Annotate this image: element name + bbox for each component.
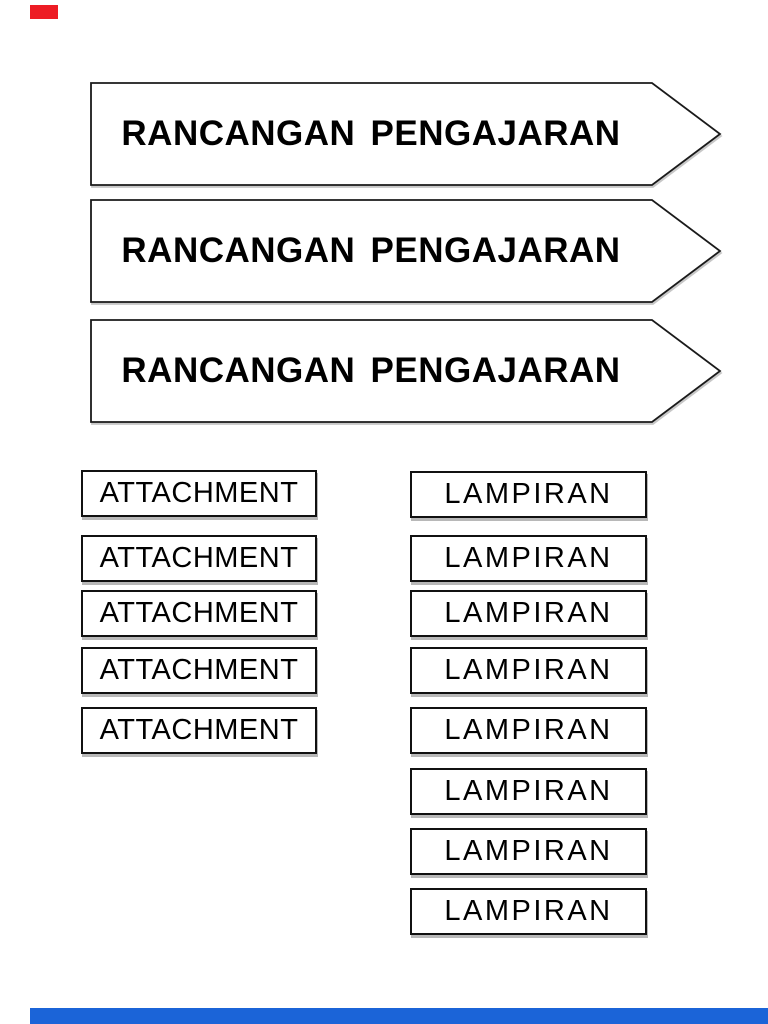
lampiran-box: LAMPIRAN (410, 768, 647, 815)
red-marker (30, 5, 58, 19)
lampiran-box: LAMPIRAN (410, 888, 647, 935)
banner-label: RANCANGAN PENGAJARAN (121, 114, 621, 153)
lampiran-box: LAMPIRAN (410, 471, 647, 518)
lampiran-box: LAMPIRAN (410, 647, 647, 694)
lampiran-column: LAMPIRAN LAMPIRAN LAMPIRAN LAMPIRAN LAMP… (410, 471, 647, 941)
banner-label: RANCANGAN PENGAJARAN (121, 351, 621, 390)
arrow-right-shape (90, 82, 722, 186)
attachment-box: ATTACHMENT (81, 590, 317, 637)
attachment-box: ATTACHMENT (81, 470, 317, 517)
banner-rancangan-3: RANCANGAN PENGAJARAN (90, 319, 722, 423)
attachment-column: ATTACHMENT ATTACHMENT ATTACHMENT ATTACHM… (81, 470, 317, 760)
lampiran-box: LAMPIRAN (410, 535, 647, 582)
arrow-right-shape (90, 199, 722, 303)
attachment-box: ATTACHMENT (81, 707, 317, 754)
lampiran-box: LAMPIRAN (410, 707, 647, 754)
lampiran-box: LAMPIRAN (410, 828, 647, 875)
lampiran-box: LAMPIRAN (410, 590, 647, 637)
banner-label: RANCANGAN PENGAJARAN (121, 231, 621, 270)
banner-rancangan-1: RANCANGAN PENGAJARAN (90, 82, 722, 186)
banner-rancangan-2: RANCANGAN PENGAJARAN (90, 199, 722, 303)
bottom-bar (30, 1008, 768, 1024)
arrow-right-shape (90, 319, 722, 423)
attachment-box: ATTACHMENT (81, 647, 317, 694)
attachment-box: ATTACHMENT (81, 535, 317, 582)
